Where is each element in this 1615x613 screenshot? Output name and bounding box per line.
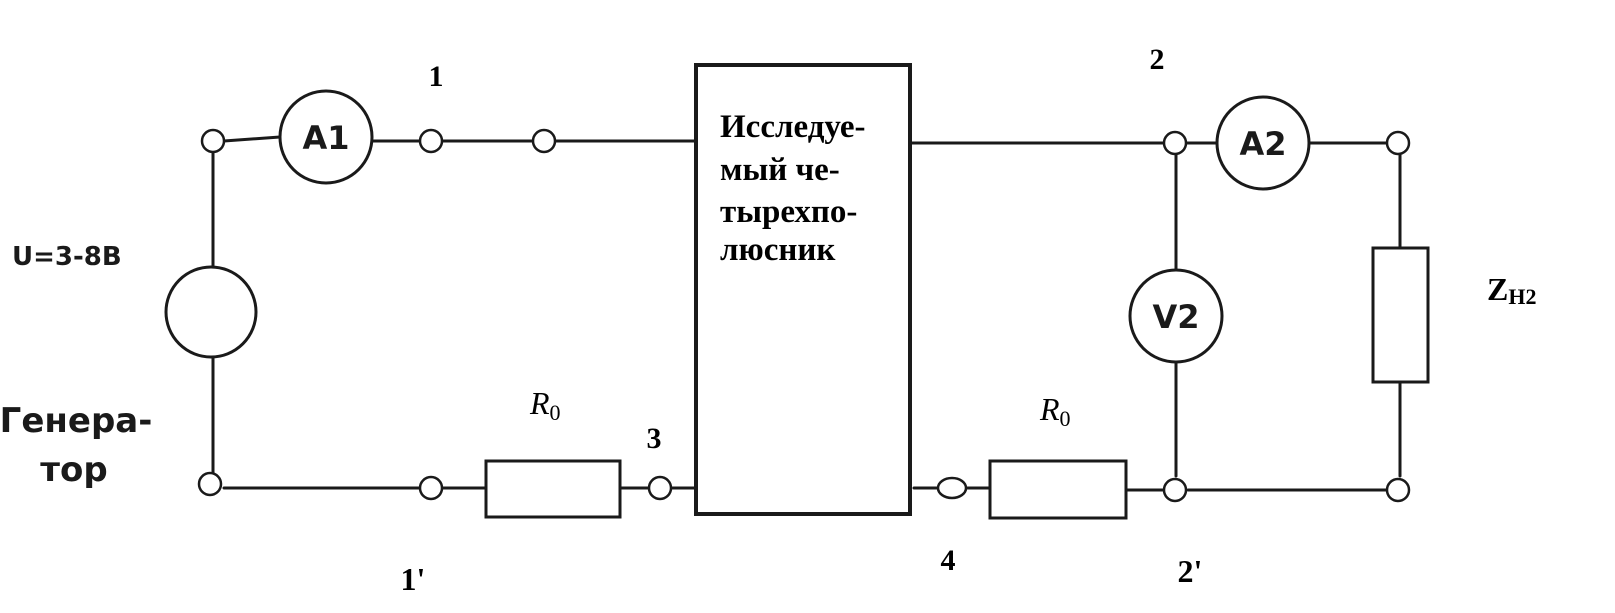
resistor-r0-left bbox=[484, 459, 622, 519]
terminal-4-label: 4 bbox=[941, 544, 956, 577]
load-impedance-label: ZH2 bbox=[1487, 271, 1536, 309]
terminal-2-prime-label: 2' bbox=[1178, 553, 1203, 589]
network-label-line1: Исследуе- bbox=[720, 109, 866, 145]
terminal-4 bbox=[936, 476, 968, 500]
terminal-1 bbox=[418, 128, 444, 154]
resistor-r0-right bbox=[988, 459, 1128, 520]
ammeter-a1-label: A1 bbox=[302, 119, 349, 157]
network-label-line3: тырехпо- bbox=[720, 194, 857, 230]
terminals bbox=[197, 128, 1411, 503]
network-label-line2: мый че- bbox=[720, 152, 840, 188]
terminal-1-prime bbox=[418, 475, 444, 501]
voltmeter-v2-label: V2 bbox=[1152, 298, 1199, 336]
terminal-2-label: 2 bbox=[1150, 43, 1165, 76]
terminal-2 bbox=[1162, 130, 1188, 156]
two-port-network-box bbox=[694, 63, 912, 516]
network-label-line4: люсник bbox=[720, 232, 835, 268]
terminal-2-prime bbox=[1162, 477, 1188, 503]
terminal-source-top bbox=[200, 128, 226, 154]
generator-label-line2: тор bbox=[40, 450, 107, 490]
terminal-1-prime-label: 1' bbox=[401, 561, 426, 597]
terminal-1-inner bbox=[531, 128, 557, 154]
r0-right-label: R0 bbox=[1039, 391, 1071, 431]
ammeter-a2: A2 bbox=[1215, 95, 1311, 191]
ammeter-a1: A1 bbox=[278, 89, 374, 185]
generator-symbol bbox=[164, 265, 258, 359]
terminal-3-label: 3 bbox=[647, 422, 662, 455]
generator-label-line1: Генера- bbox=[0, 401, 152, 441]
voltmeter-v2: V2 bbox=[1128, 268, 1224, 364]
source-voltage-label: U=3-8B bbox=[12, 242, 122, 272]
terminal-load-top bbox=[1385, 130, 1411, 156]
terminal-3 bbox=[647, 475, 673, 501]
terminal-load-bottom bbox=[1385, 477, 1411, 503]
ammeter-a2-label: A2 bbox=[1239, 125, 1286, 163]
load-resistor bbox=[1371, 246, 1430, 384]
r0-left-label: R0 bbox=[529, 385, 561, 425]
terminal-1-label: 1 bbox=[429, 60, 444, 93]
wires bbox=[211, 135, 1402, 492]
terminal-source-bottom bbox=[197, 471, 223, 497]
